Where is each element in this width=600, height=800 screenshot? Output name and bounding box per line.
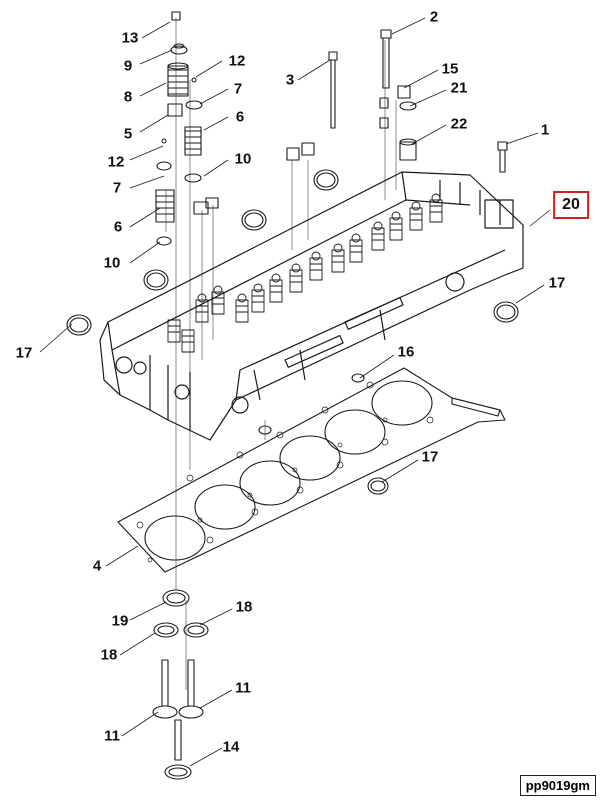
callout-20-highlighted: 20	[553, 191, 589, 219]
callout-8: 8	[123, 88, 133, 106]
leader-lines	[39, 17, 551, 767]
callout-17: 17	[15, 344, 33, 362]
callout-11: 11	[104, 727, 120, 745]
callout-10: 10	[234, 150, 252, 168]
callout-4: 4	[92, 557, 102, 575]
callout-3: 3	[285, 71, 295, 89]
callout-7: 7	[112, 179, 122, 197]
valve-seats-and-valves	[152, 589, 209, 780]
callout-12: 12	[228, 52, 246, 70]
cylinder-head	[99, 171, 524, 441]
callout-15: 15	[441, 60, 459, 78]
callout-22: 22	[450, 115, 468, 133]
callout-5: 5	[123, 125, 133, 143]
callout-6: 6	[235, 108, 245, 126]
callout-7: 7	[233, 80, 243, 98]
callout-6: 6	[113, 218, 123, 236]
head-bolts	[286, 29, 508, 173]
head-gasket	[117, 367, 506, 573]
assembly-guides	[165, 18, 397, 690]
callout-18: 18	[100, 646, 118, 664]
callout-19: 19	[111, 612, 129, 630]
callout-21: 21	[450, 79, 468, 97]
callout-12: 12	[107, 153, 125, 171]
callout-14: 14	[222, 738, 240, 756]
seal-rings	[66, 169, 519, 495]
callout-9: 9	[123, 57, 133, 75]
callout-13: 13	[121, 29, 139, 47]
callout-11: 11	[235, 679, 251, 697]
callout-18: 18	[235, 598, 253, 616]
callout-1: 1	[540, 121, 550, 139]
callout-10: 10	[103, 254, 121, 272]
callout-17: 17	[548, 274, 566, 292]
head-valve-springs	[167, 193, 443, 353]
callout-2: 2	[429, 8, 439, 26]
left-valve-stack	[155, 11, 219, 246]
drawing-code: pp9019gm	[519, 775, 596, 796]
callout-17: 17	[421, 448, 439, 466]
callout-16: 16	[397, 343, 415, 361]
